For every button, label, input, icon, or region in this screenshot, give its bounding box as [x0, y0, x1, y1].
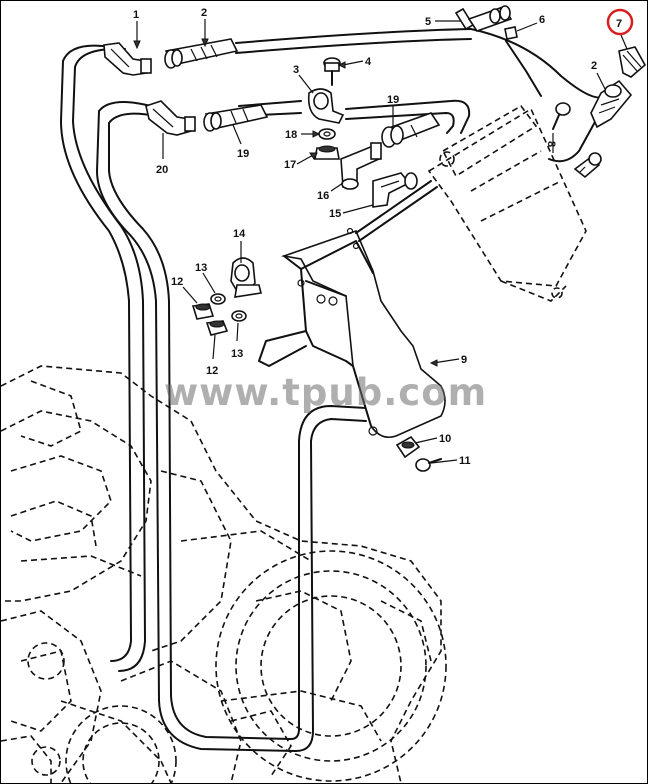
washer-13-lower [231, 310, 247, 322]
callout-2-right: 2 [591, 60, 597, 72]
callout-4: 4 [365, 56, 372, 68]
callout-1: 1 [133, 9, 139, 21]
callout-11: 11 [459, 455, 471, 467]
engine-outline [1, 365, 447, 783]
hose-fitting-19-right [381, 112, 441, 148]
callout-10: 10 [439, 433, 451, 445]
callout-20: 20 [156, 164, 168, 176]
bracket-9 [258, 180, 446, 439]
callout-18: 18 [285, 129, 297, 141]
elbow-fitting-15 [372, 172, 418, 208]
filter-housing-outline [427, 104, 587, 302]
fitting-5 [454, 5, 513, 32]
callout-19-left: 19 [237, 148, 249, 160]
callout-labels: 1 2 3 4 5 6 7 2 8 9 10 11 12 12 13 13 14… [133, 7, 634, 467]
elbow-fitting-16 [340, 142, 382, 190]
screw-8 [552, 102, 602, 179]
clamp-3 [307, 88, 345, 124]
hose-fitting-19-left [203, 104, 269, 132]
bolt-11 [415, 458, 442, 472]
callout-15: 15 [329, 208, 341, 220]
callout-17: 17 [284, 159, 296, 171]
washer-13-upper [210, 293, 226, 305]
hose-fitting-2 [164, 38, 239, 69]
nut-6 [504, 26, 518, 40]
callout-13-upper: 13 [195, 262, 207, 274]
callout-7: 7 [616, 18, 622, 30]
callout-2-top: 2 [201, 7, 207, 19]
hose-lines [60, 28, 604, 752]
clamp-14 [230, 257, 262, 298]
washer-18 [318, 128, 336, 140]
screw-4 [323, 57, 341, 86]
callout-6: 6 [539, 14, 545, 26]
callout-9: 9 [461, 354, 467, 366]
nut-12-upper [191, 303, 215, 320]
hose-fitting-2-right [590, 79, 633, 129]
elbow-fitting-20 [145, 100, 196, 136]
callout-19-right: 19 [387, 94, 399, 106]
callout-5: 5 [425, 16, 431, 28]
callout-14: 14 [233, 228, 246, 240]
elbow-fitting-1 [103, 42, 152, 76]
fitting-7 [618, 46, 647, 78]
callout-16: 16 [317, 190, 329, 202]
callout-12-lower: 12 [206, 365, 218, 377]
nut-12-lower [205, 320, 229, 336]
leader-lines [133, 19, 628, 464]
nut-10 [395, 435, 421, 459]
callout-8: 8 [545, 141, 557, 147]
callout-3: 3 [293, 64, 299, 76]
nut-17 [314, 145, 340, 160]
callout-13-lower: 13 [231, 348, 243, 360]
highlight-ring-7 [606, 8, 634, 36]
watermark-text: www.tpub.com [164, 371, 488, 414]
callout-12-upper: 12 [171, 276, 183, 288]
